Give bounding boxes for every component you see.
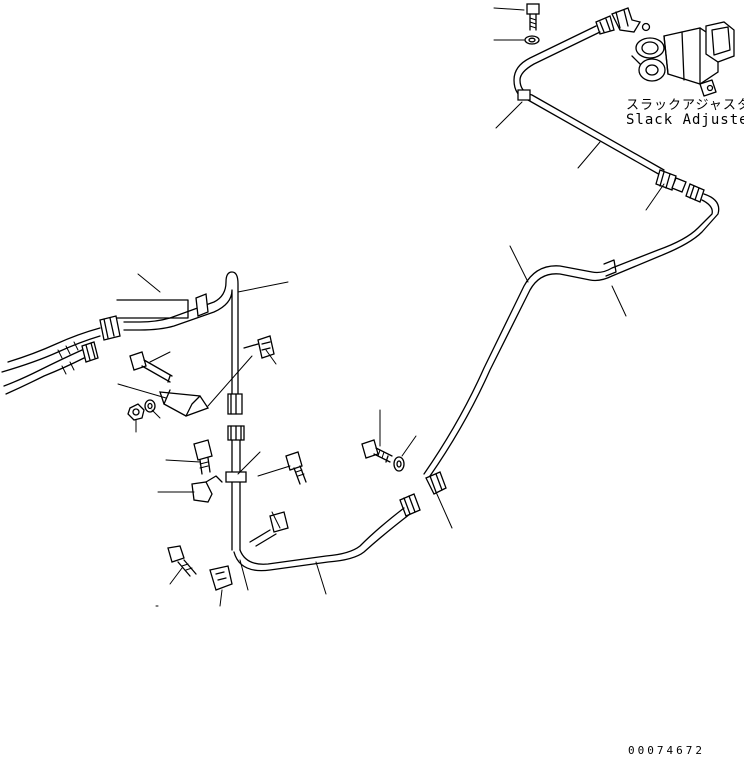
bolt-left-middle (193, 439, 213, 475)
brake-pipe-lower (233, 507, 411, 572)
clamp-upper (243, 335, 275, 359)
hose-fitting-left (81, 315, 121, 363)
leader-lines (117, 7, 665, 607)
center-bolt (361, 439, 393, 463)
brake-pipe-vertical (227, 425, 245, 551)
drawing-number: 00074672 (628, 744, 705, 757)
bolt-bottom-left (167, 545, 197, 577)
clip-left (191, 475, 223, 503)
top-washer (524, 35, 540, 45)
brake-pipe-upper (513, 25, 705, 203)
slack-adjuster (631, 21, 735, 97)
elbow-fitting (595, 7, 651, 35)
bolt-left-upper (129, 351, 173, 383)
hoses (1, 327, 101, 395)
clamp-vertical (225, 471, 247, 483)
bracket-left (159, 389, 209, 417)
washer-left (144, 399, 156, 413)
brake-pipe-long (423, 193, 720, 477)
slack-adjuster-label-en: Slack Adjuster (626, 112, 744, 128)
bolt-lower (249, 511, 289, 547)
bracket-bottom (209, 565, 233, 591)
bolt-right-middle (285, 451, 307, 485)
top-bolt (526, 3, 540, 31)
brake-pipe-left (116, 271, 243, 415)
pipe-clamp-center (399, 471, 447, 517)
nut-left (127, 403, 145, 421)
center-washer (393, 456, 405, 472)
slack-adjuster-label-jp: スラックアジャスタ (626, 98, 744, 113)
